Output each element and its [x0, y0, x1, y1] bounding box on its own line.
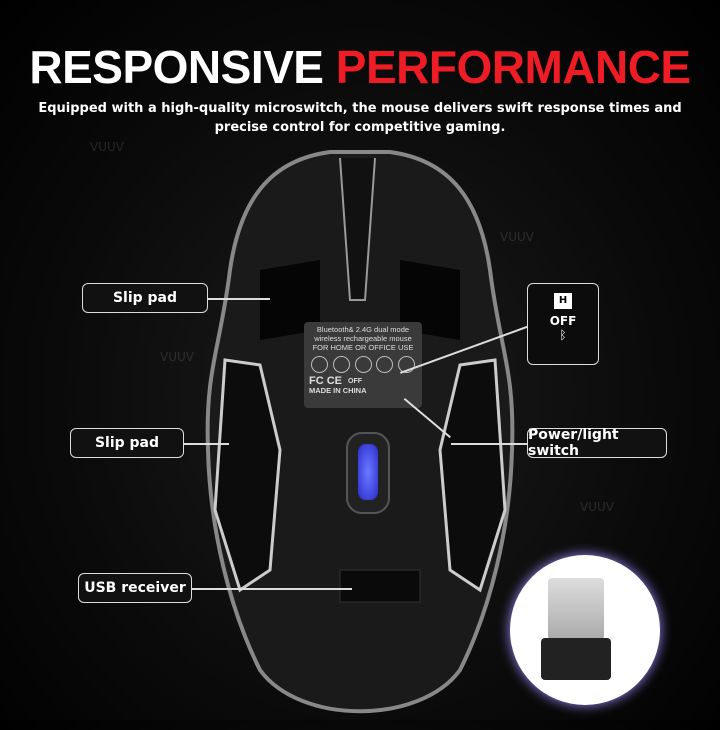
watermark: VUUV — [500, 230, 534, 244]
charge-icon — [376, 356, 394, 373]
usb-receiver-body — [541, 638, 611, 680]
bluetooth-icon: ᛒ — [559, 328, 567, 342]
callout-line — [451, 443, 527, 445]
phone-icon — [354, 356, 372, 373]
slip-pad-top-label: Slip pad — [82, 283, 208, 313]
watermark: VUUV — [160, 350, 194, 364]
mouse-image — [205, 150, 515, 714]
callout-line — [192, 588, 352, 590]
callout-line — [208, 298, 270, 300]
watermark: VUUV — [580, 500, 614, 514]
slip-pad-bottom-label: Slip pad — [70, 428, 184, 458]
bluetooth-icon — [398, 356, 415, 373]
product-sticker: Bluetooth& 2.4G dual mode wireless recha… — [304, 322, 422, 408]
headline: RESPONSIVE PERFORMANCE — [29, 41, 691, 93]
battery-icon — [311, 356, 328, 373]
mute-icon — [332, 356, 350, 373]
watermark: VUUV — [90, 140, 124, 154]
optical-sensor — [346, 432, 390, 514]
usb-connector — [548, 578, 604, 640]
switch-callout: H OFF ᛒ — [527, 283, 599, 365]
subtitle: Equipped with a high-quality microswitch… — [38, 101, 682, 135]
callout-line — [184, 443, 229, 445]
usb-receiver-label: USB receiver — [78, 573, 192, 603]
power-switch-label: Power/light switch — [527, 427, 667, 459]
